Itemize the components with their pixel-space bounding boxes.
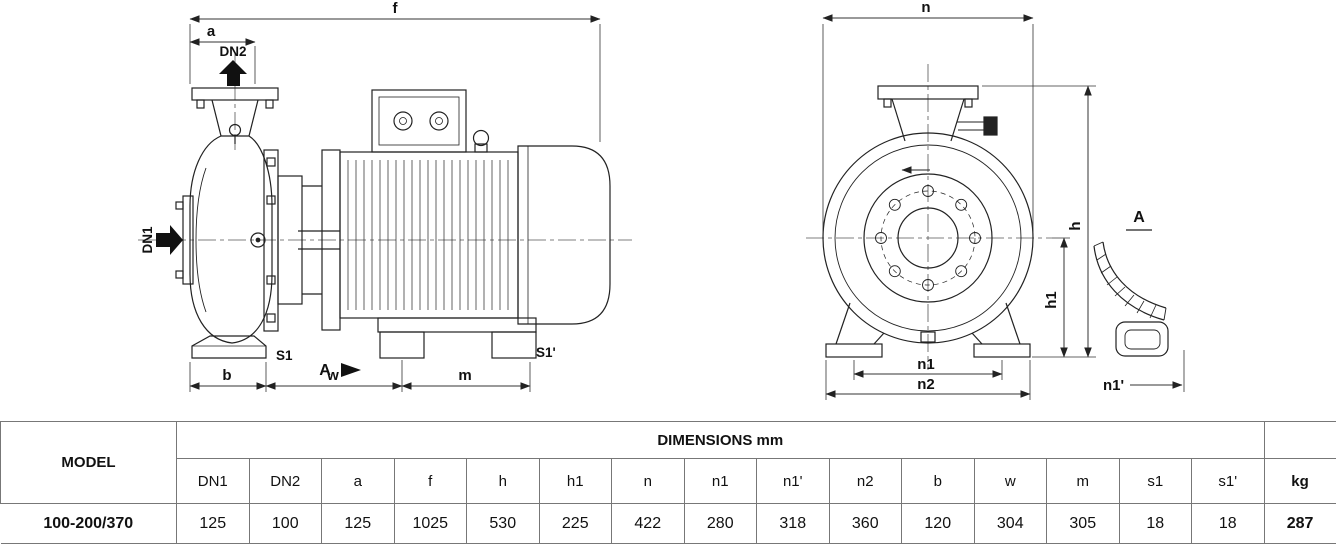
value-n2: 360 [828, 503, 902, 544]
column-header-f: f [393, 458, 467, 504]
gauge-plug [957, 116, 998, 136]
value-b: 120 [901, 503, 975, 544]
column-header-n1: n1 [683, 458, 757, 504]
detail-view-a [1093, 229, 1185, 392]
side-view-dimensions [189, 15, 601, 392]
dim-h-label: h [1067, 221, 1084, 230]
value-s1: 18 [1118, 503, 1192, 544]
value-m: 305 [1046, 503, 1120, 544]
value-n1: 280 [683, 503, 757, 544]
pump-side-view [138, 52, 632, 359]
value-w: 304 [973, 503, 1047, 544]
foot-section-outer [1115, 321, 1169, 357]
dimensions-table: MODEL DIMENSIONS mm DN1 DN2 a f h h1 n n… [0, 421, 1336, 544]
value-n: 422 [611, 503, 685, 544]
technical-drawing: f a DN2 DN1 b w m S1 S1' A [138, 0, 1185, 400]
casing-section-outer [1093, 245, 1165, 321]
end-view-dimensions [822, 14, 1096, 400]
column-header-s1-prime: s1' [1191, 458, 1265, 504]
discharge-flange [191, 87, 279, 137]
dn1-label: DN1 [140, 226, 155, 253]
eyebolt [472, 129, 490, 153]
view-a-marker-label: A [319, 362, 331, 379]
column-header-a: a [321, 458, 395, 504]
drain-plug [920, 331, 936, 343]
column-header-s1: s1 [1118, 458, 1192, 504]
foot-section-inner [1124, 329, 1161, 350]
motor-base [377, 317, 537, 359]
column-header-row: DN1 DN2 a f h h1 n n1 n1' n2 b w m s1 s1… [1, 458, 1336, 504]
column-header-m: m [1046, 458, 1120, 504]
pump-casing [189, 135, 273, 344]
dim-w-label: w [326, 367, 339, 384]
dim-n2-label: n2 [917, 376, 935, 393]
motor-fins [347, 160, 509, 310]
detail-a-title: A [1133, 209, 1145, 226]
value-dn1: 125 [176, 503, 250, 544]
table-title: DIMENSIONS mm [176, 421, 1265, 459]
dim-h1-label: h1 [1043, 291, 1060, 309]
s1-label: S1 [276, 348, 293, 363]
column-header-n: n [611, 458, 685, 504]
value-kg: 287 [1263, 503, 1336, 544]
model-value: 100-200/370 [0, 503, 177, 544]
support-legs [825, 302, 1031, 358]
value-s1-prime: 18 [1191, 503, 1265, 544]
table-title-row: MODEL DIMENSIONS mm [0, 421, 1336, 504]
cover-bolts [875, 185, 981, 291]
column-header-w: w [973, 458, 1047, 504]
dim-n-label: n [921, 0, 930, 16]
flow-right-arrow-icon [156, 225, 183, 255]
value-dn2: 100 [248, 503, 322, 544]
column-header-h1: h1 [538, 458, 612, 504]
section-hatching [1096, 253, 1157, 319]
dim-m-label: m [458, 367, 471, 384]
casing-section-inner [1102, 241, 1167, 309]
dim-a-label: a [207, 23, 216, 40]
dim-b-label: b [222, 367, 231, 384]
column-header-n2: n2 [828, 458, 902, 504]
pump-end-view [806, 64, 1052, 370]
column-header-kg: kg [1263, 458, 1336, 504]
kg-header-spacer [1263, 421, 1336, 459]
table-row: 100-200/370 125 100 125 1025 530 225 422… [0, 503, 1336, 544]
column-header-b: b [901, 458, 975, 504]
casing-rear-flange [263, 149, 279, 332]
dim-n1-prime-label: n1' [1103, 377, 1124, 394]
pump-foot [191, 335, 267, 359]
dim-f-label: f [393, 0, 399, 17]
motor-body [339, 151, 519, 319]
model-header: MODEL [0, 421, 177, 504]
fan-cowl [517, 145, 611, 325]
centerlines-end [806, 64, 1052, 370]
value-h: 530 [466, 503, 540, 544]
terminal-box [371, 89, 467, 153]
column-header-dn1: DN1 [176, 458, 250, 504]
dim-n1-label: n1 [917, 356, 935, 373]
bearing-bracket [277, 175, 340, 305]
column-header-h: h [466, 458, 540, 504]
column-header-dn2: DN2 [248, 458, 322, 504]
value-n1-prime: 318 [756, 503, 830, 544]
value-a: 125 [321, 503, 395, 544]
flow-up-arrow-icon [219, 60, 247, 86]
dn2-label: DN2 [219, 44, 246, 59]
s1-prime-label: S1' [536, 345, 556, 360]
casing-outline [822, 132, 1034, 344]
column-header-n1-prime: n1' [756, 458, 830, 504]
value-h1: 225 [538, 503, 612, 544]
end-discharge-flange [877, 85, 979, 142]
value-f: 1025 [393, 503, 467, 544]
view-direction-arrow-icon [341, 363, 361, 377]
